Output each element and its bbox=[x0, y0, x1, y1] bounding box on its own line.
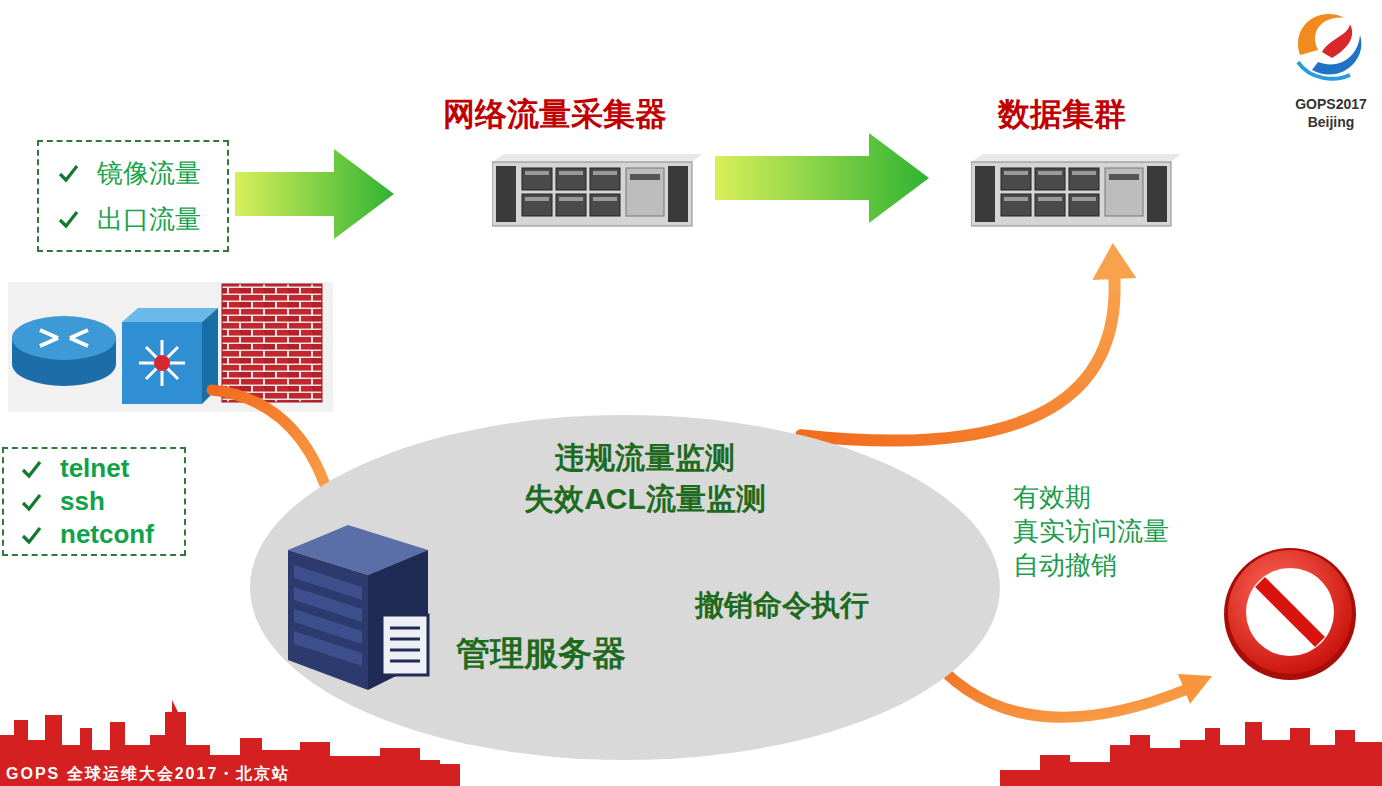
connector bbox=[801, 279, 1115, 441]
checklist-box: telnetsshnetconf bbox=[2, 447, 186, 556]
network-devices bbox=[8, 282, 333, 412]
connector bbox=[715, 133, 929, 223]
list-item: ssh bbox=[16, 485, 154, 518]
node-text: 撤销命令执行 bbox=[695, 587, 935, 623]
list-item: telnet bbox=[16, 452, 154, 485]
node-text: 管理服务器 bbox=[456, 632, 696, 674]
ellipse-region: 违规流量监测 失效ACL流量监测撤销命令执行管理服务器 bbox=[250, 415, 1000, 760]
list-item: netconf bbox=[16, 518, 154, 551]
label-text: GOPS 全球运维大会2017・北京站 bbox=[6, 764, 290, 784]
label-text: Beijing bbox=[1290, 114, 1372, 131]
label-text: 有效期 真实访问流量 自动撤销 bbox=[1013, 480, 1188, 582]
node-heading: 数据集群 bbox=[935, 92, 1189, 136]
node-heading: 网络流量采集器 bbox=[400, 92, 709, 136]
label-text: GOPS2017 bbox=[1290, 96, 1372, 113]
server-node: 网络流量采集器 bbox=[400, 92, 709, 237]
checklist-box: 镜像流量出口流量 bbox=[37, 140, 229, 252]
rack-server bbox=[492, 154, 702, 234]
list-item: 出口流量 bbox=[53, 196, 201, 242]
list-item: 镜像流量 bbox=[53, 150, 201, 196]
rack-server bbox=[971, 154, 1181, 234]
logo bbox=[1293, 8, 1367, 82]
revoke-arrow bbox=[925, 650, 1212, 717]
management-server: 管理服务器 bbox=[278, 520, 700, 700]
server-node: 数据集群 bbox=[935, 92, 1189, 237]
stop-icon bbox=[1224, 548, 1356, 680]
management-server-icon bbox=[278, 520, 443, 695]
node-text: 违规流量监测 失效ACL流量监测 bbox=[505, 437, 785, 519]
connector bbox=[235, 149, 394, 239]
